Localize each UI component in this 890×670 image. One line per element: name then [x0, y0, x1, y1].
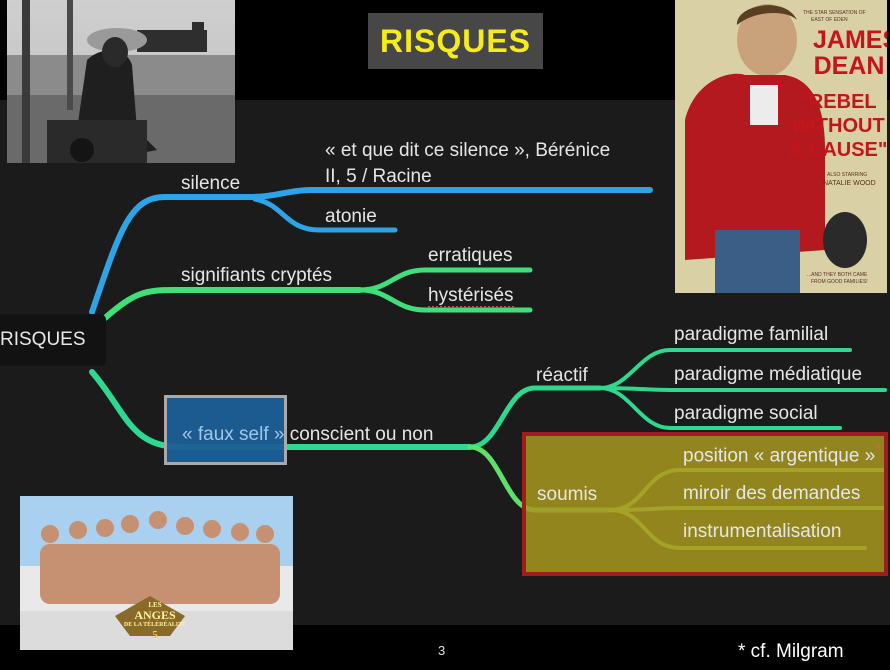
show-logo-anges: ANGES — [134, 608, 176, 622]
node-paradigme-familial: paradigme familial — [674, 324, 829, 345]
poster-figure — [675, 0, 887, 293]
node-faux-self: « faux self » conscient ou non — [182, 424, 433, 446]
footnote-milgram: * cf. Milgram — [738, 641, 844, 662]
show-logo: LES ANGES DE LA TÉLÉRÉALITÉ 5 — [115, 600, 195, 641]
slide-title-text: RISQUES — [379, 22, 532, 59]
reality-show-photo: LES ANGES DE LA TÉLÉRÉALITÉ 5 — [20, 496, 293, 650]
branch-line-atonie — [252, 196, 398, 233]
node-faux-self-suffix: conscient ou non — [284, 424, 434, 445]
branch-line-silence — [89, 194, 253, 315]
poster-film-title: "REBEL WITHOUT A CAUSE" — [788, 90, 887, 162]
railway-scene-image — [7, 0, 235, 163]
node-soumis: soumis — [537, 484, 598, 505]
page-number: 3 — [438, 643, 446, 658]
node-paradigme-mediatique: paradigme médiatique — [674, 364, 863, 385]
branch-line-hysterises — [357, 287, 533, 313]
node-instrumentalisation: instrumentalisation — [683, 521, 842, 542]
poster-star-name: JAMES DEAN — [813, 26, 887, 80]
poster-tagline: THE STAR SENSATION OF — [803, 10, 866, 16]
branch-line-signifiants — [102, 287, 363, 321]
poster-film-line3: A CAUSE" — [788, 139, 887, 161]
node-hysterises: hystérisés — [428, 285, 514, 308]
poster-also: ALSO STARRING — [827, 172, 868, 178]
node-miroir-des-demandes: miroir des demandes — [683, 483, 861, 504]
poster-film-line1: "REBEL — [799, 91, 877, 113]
show-logo-subtitle: DE LA TÉLÉRÉALITÉ — [123, 622, 187, 628]
poster-film-line2: WITHOUT — [791, 115, 885, 137]
node-position-argentique: position « argentique »* — [683, 442, 881, 467]
show-logo-season: 5 — [152, 629, 158, 641]
node-silence: silence — [181, 173, 241, 194]
soumis-highlight-frame — [522, 432, 888, 576]
branch-line-reactif — [467, 385, 603, 450]
reality-show-cast-image — [20, 496, 293, 650]
root-node-label: RISQUES — [0, 329, 86, 350]
node-atonie: atonie — [325, 206, 377, 227]
branch-line-social — [598, 386, 842, 430]
show-logo-les: LES — [148, 601, 162, 609]
poster-bottom-line1: ...AND THEY BOTH CAME — [807, 272, 868, 278]
node-signifiants-cryptes: signifiants cryptés — [181, 265, 333, 286]
poster-star-first: JAMES — [813, 26, 887, 54]
node-faux-self-prefix: « faux self » — [182, 424, 285, 445]
branch-line-mediatique — [598, 386, 887, 392]
node-berenice-line2: II, 5 / Racine — [325, 166, 432, 187]
milgram-asterisk: * — [875, 442, 881, 457]
node-paradigme-social: paradigme social — [674, 403, 818, 424]
node-berenice-line1: « et que dit ce silence », Bérénice — [325, 140, 611, 161]
node-reactif: réactif — [536, 365, 588, 386]
faux-self-highlight — [164, 395, 287, 465]
branch-line-berenice — [247, 187, 653, 200]
root-node: RISQUES — [0, 314, 106, 366]
node-erratiques: erratiques — [428, 245, 513, 266]
poster-costar: NATALIE WOOD — [823, 180, 876, 187]
poster-tagline-film: EAST OF EDEN — [811, 17, 848, 23]
poster-star-last: DEAN — [813, 52, 885, 80]
rebel-without-a-cause-poster: THE STAR SENSATION OF EAST OF EDEN JAMES… — [675, 0, 887, 293]
poster-bottom-line2: FROM GOOD FAMILIES! — [811, 279, 868, 285]
slide-title: RISQUES — [368, 13, 543, 69]
node-hysterises-text: hystérisés — [428, 285, 514, 308]
node-position-argentique-text: position « argentique » — [683, 445, 876, 467]
photo-railway-scene — [7, 0, 235, 163]
